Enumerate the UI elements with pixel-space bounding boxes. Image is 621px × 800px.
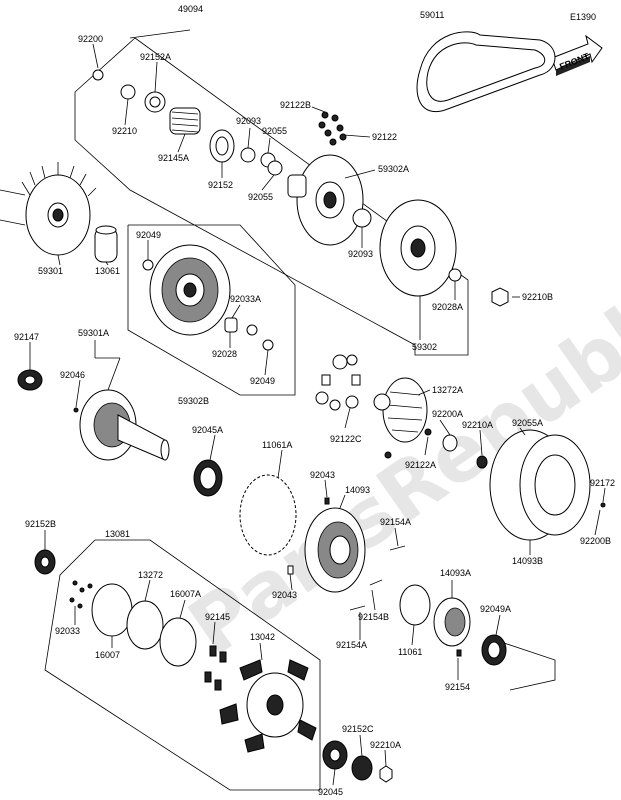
label-92093-b: 92093 [348,249,373,259]
label-92145A: 92145A [158,153,189,163]
label-92122B: 92122B [280,100,311,110]
gasket-11061A [239,474,297,556]
plate-16007 [91,583,133,637]
label-92055A: 92055A [512,418,543,428]
label-16007: 16007 [95,650,120,660]
label-13272: 13272 [138,570,163,580]
label-92049A: 92049A [480,604,511,614]
label-92045: 92045 [318,787,343,797]
label-92122A: 92122A [405,460,436,470]
label-92154B: 92154B [358,612,389,622]
label-92028: 92028 [212,349,237,359]
label-92200B: 92200B [580,536,611,546]
label-92046: 92046 [60,370,85,380]
label-14093: 14093 [345,485,370,495]
label-92154A-b: 92154A [336,640,367,650]
label-13042: 13042 [250,632,275,642]
label-49094: 49094 [178,4,203,14]
plate-13272 [126,600,164,650]
fixed-sheave-59302 [379,199,457,297]
label-16007A: 16007A [170,589,201,599]
housing-14093 [304,507,366,593]
small-dots-92033 [69,580,93,609]
nut-92210B [491,287,509,307]
cover-14093A [433,597,471,647]
gasket-11061 [399,584,431,626]
spacer-13061 [94,225,118,263]
label-92152A: 92152A [140,52,171,62]
clutch-13272A [373,377,428,443]
label-14093B: 14093B [512,556,543,566]
label-13081: 13081 [105,529,130,539]
drive-sheave-59302A [287,154,364,246]
label-59302A: 59302A [378,164,409,174]
label-13061: 13061 [95,266,120,276]
rollers-92122 [318,111,347,146]
label-92043-b: 92043 [272,590,297,600]
drive-belt [416,31,556,113]
group-outline-14093A [494,639,556,691]
label-92210B: 92210B [522,292,553,302]
pulley-59301A [79,389,170,461]
label-92033: 92033 [55,626,80,636]
label-92210A-bottom: 92210A [370,740,401,750]
label-92045A: 92045A [192,425,223,435]
spring-92145A [169,107,201,135]
label-92152: 92152 [208,180,233,190]
label-92200A: 92200A [432,409,463,419]
weights-92145 [204,645,227,691]
label-92043-a: 92043 [310,470,335,480]
label-92210: 92210 [112,126,137,136]
cover-92055A [489,429,591,541]
label-92145: 92145 [205,612,230,622]
label-59011: 59011 [420,10,444,20]
label-92033A: 92033A [230,294,261,304]
label-92093-a: 92093 [236,116,261,126]
label-13272A: 13272A [432,385,463,395]
label-92152C: 92152C [342,724,374,734]
diagram-code: E1390 [570,12,596,22]
label-59301: 59301 [38,266,63,276]
weight-assembly-59302B [149,244,231,336]
label-92172: 92172 [590,478,615,488]
driven-pulley-59301 [0,162,97,256]
label-92147: 92147 [14,332,39,342]
label-92049-a: 92049 [136,230,161,240]
group-outline-49094 [74,37,469,356]
bearing-92152C [351,755,373,781]
label-92154A-a: 92154A [380,517,411,527]
label-59301A: 59301A [78,328,109,338]
label-92200: 92200 [78,34,103,44]
part-labels: 49094 59011 92200 92152A 92210 92145A 92… [14,4,615,797]
group-outline-13081 [44,539,321,791]
label-92049-b: 92049 [250,376,275,386]
group-outline-59302B [127,224,296,396]
rollers-92122C [315,354,361,411]
label-11061A: 11061A [262,440,292,450]
ring-92200 [92,69,104,81]
front-arrow-icon: FRONT [551,34,603,76]
leader-lines [29,43,606,786]
label-59302B: 59302B [178,396,209,406]
label-92055-a: 92055 [262,126,287,136]
label-92154: 92154 [445,682,470,692]
label-92122: 92122 [372,132,397,142]
label-92152B: 92152B [25,519,56,529]
ring-92210 [120,84,136,100]
label-92210A-top: 92210A [462,420,493,430]
clutch-13042 [219,659,317,753]
label-92055-b: 92055 [248,192,273,202]
label-11061: 11061 [398,647,422,657]
plate-16007A [159,617,197,667]
label-92028A: 92028A [432,302,463,312]
label-59302: 59302 [412,342,437,352]
label-14093A: 14093A [440,568,471,578]
label-92122C: 92122C [330,434,362,444]
